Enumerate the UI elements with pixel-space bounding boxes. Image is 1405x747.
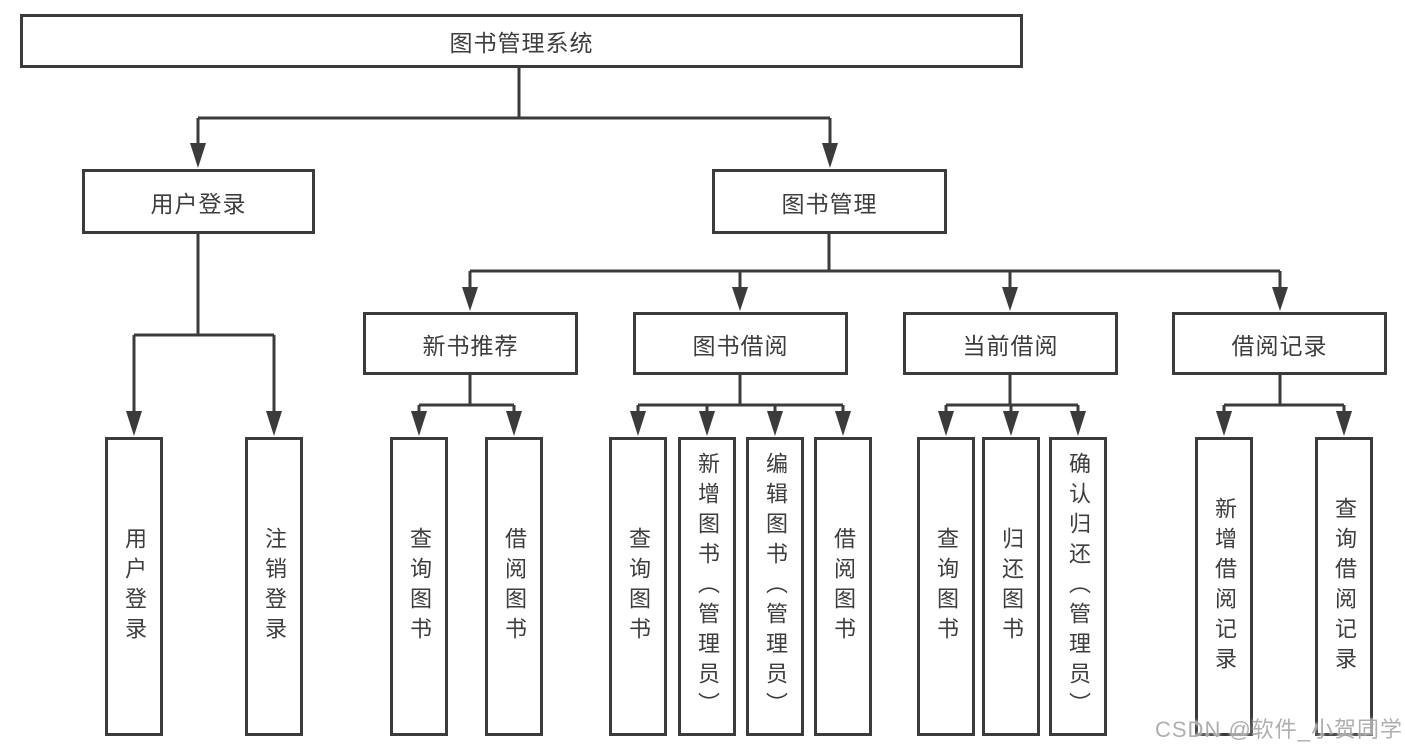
node-root: 图书管理系统	[20, 14, 1023, 68]
leaf-borrowing-borrow-books: 借阅图书	[814, 437, 872, 736]
leaf-recommend-query-books: 查询图书	[390, 437, 448, 736]
leaf-records-add-record: 新增借阅记录	[1195, 437, 1253, 736]
arrow-down-icon	[126, 411, 142, 436]
node-current-borrowing-label: 当前借阅	[962, 332, 1059, 359]
node-current-borrowing: 当前借阅	[903, 312, 1118, 375]
leaf-user-login: 用户登录	[105, 437, 163, 736]
arrow-down-icon	[1003, 411, 1019, 436]
arrow-down-icon	[630, 411, 646, 436]
node-book-management: 图书管理	[712, 169, 947, 234]
leaf-borrowing-add-books-admin: 新增图书（管理员）	[678, 437, 736, 736]
node-new-book-recommend-label: 新书推荐	[422, 332, 519, 359]
arrow-down-icon	[822, 143, 838, 168]
arrow-down-icon	[266, 411, 282, 436]
csdn-watermark: CSDN @软件_小贺同学	[1155, 717, 1404, 742]
arrow-down-icon	[1070, 411, 1086, 436]
arrow-down-icon	[938, 411, 954, 436]
arrow-down-icon	[1272, 287, 1288, 311]
arrow-down-icon	[1216, 411, 1232, 436]
arrow-down-icon	[699, 411, 715, 436]
arrow-down-icon	[835, 411, 851, 436]
node-borrowing-records: 借阅记录	[1172, 312, 1387, 375]
leaf-current-return-books: 归还图书	[982, 437, 1040, 736]
leaf-recommend-borrow-books: 借阅图书	[485, 437, 543, 736]
node-borrowing-records-label: 借阅记录	[1231, 332, 1328, 359]
arrow-down-icon	[411, 411, 427, 436]
arrow-down-icon	[190, 143, 206, 168]
arrow-down-icon	[506, 411, 522, 436]
leaf-current-confirm-return-admin: 确认归还（管理员）	[1049, 437, 1107, 736]
leaf-logout: 注销登录	[245, 437, 303, 736]
node-book-management-label: 图书管理	[781, 190, 878, 217]
node-user-login-label: 用户登录	[150, 190, 247, 217]
arrow-down-icon	[1336, 411, 1352, 436]
node-new-book-recommend: 新书推荐	[363, 312, 578, 375]
arrow-down-icon	[732, 287, 748, 311]
leaf-borrowing-query-books: 查询图书	[609, 437, 667, 736]
node-book-borrowing: 图书借阅	[633, 312, 848, 375]
leaf-records-query-record: 查询借阅记录	[1315, 437, 1373, 736]
arrow-down-icon	[462, 287, 478, 311]
node-user-login: 用户登录	[82, 169, 315, 234]
node-book-borrowing-label: 图书借阅	[692, 332, 789, 359]
arrow-down-icon	[767, 411, 783, 436]
node-root-label: 图书管理系统	[449, 30, 594, 56]
leaf-current-query-books: 查询图书	[917, 437, 975, 736]
arrow-down-icon	[1002, 287, 1018, 311]
leaf-borrowing-edit-books-admin: 编辑图书（管理员）	[746, 437, 804, 736]
